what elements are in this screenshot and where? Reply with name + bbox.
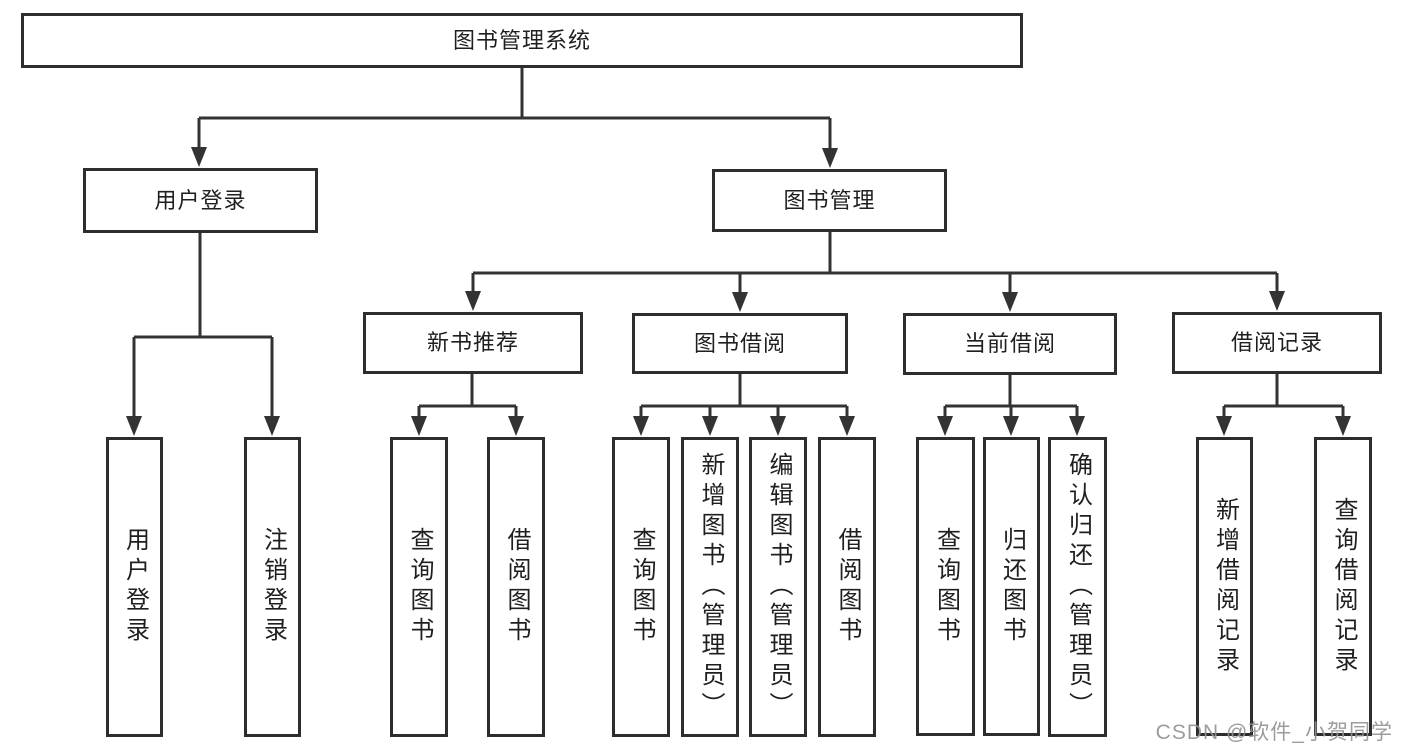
- leaf-logout: 注销登录: [244, 437, 301, 737]
- leaf-confirm-return-admin: 确认归还（管理员）: [1048, 437, 1107, 737]
- node-borrowing-records: 借阅记录: [1172, 312, 1382, 374]
- node-book-borrowing: 图书借阅: [632, 313, 848, 374]
- leaf-edit-books-admin: 编辑图书（管理员）: [749, 437, 807, 737]
- leaf-add-books-admin: 新增图书（管理员）: [681, 437, 739, 737]
- leaf-query-books-recommend: 查询图书: [390, 437, 448, 737]
- node-book-management: 图书管理: [712, 169, 947, 232]
- csdn-watermark: CSDN @软件_小贺同学: [1155, 721, 1393, 744]
- leaf-add-borrow-record: 新增借阅记录: [1196, 437, 1253, 736]
- node-current-borrowing: 当前借阅: [903, 313, 1117, 375]
- leaf-query-books-borrowing: 查询图书: [612, 437, 670, 737]
- node-library-management-system: 图书管理系统: [21, 13, 1023, 68]
- node-new-book-recommendation: 新书推荐: [363, 312, 583, 374]
- leaf-borrow-books-recommend: 借阅图书: [487, 437, 545, 737]
- leaf-user-login: 用户登录: [106, 437, 163, 737]
- leaf-query-books-current: 查询图书: [916, 437, 975, 736]
- leaf-borrow-books: 借阅图书: [818, 437, 876, 737]
- leaf-return-books: 归还图书: [983, 437, 1040, 736]
- arrowheads: [126, 147, 1351, 436]
- node-user-login: 用户登录: [83, 168, 318, 233]
- leaf-query-borrow-record: 查询借阅记录: [1314, 437, 1372, 736]
